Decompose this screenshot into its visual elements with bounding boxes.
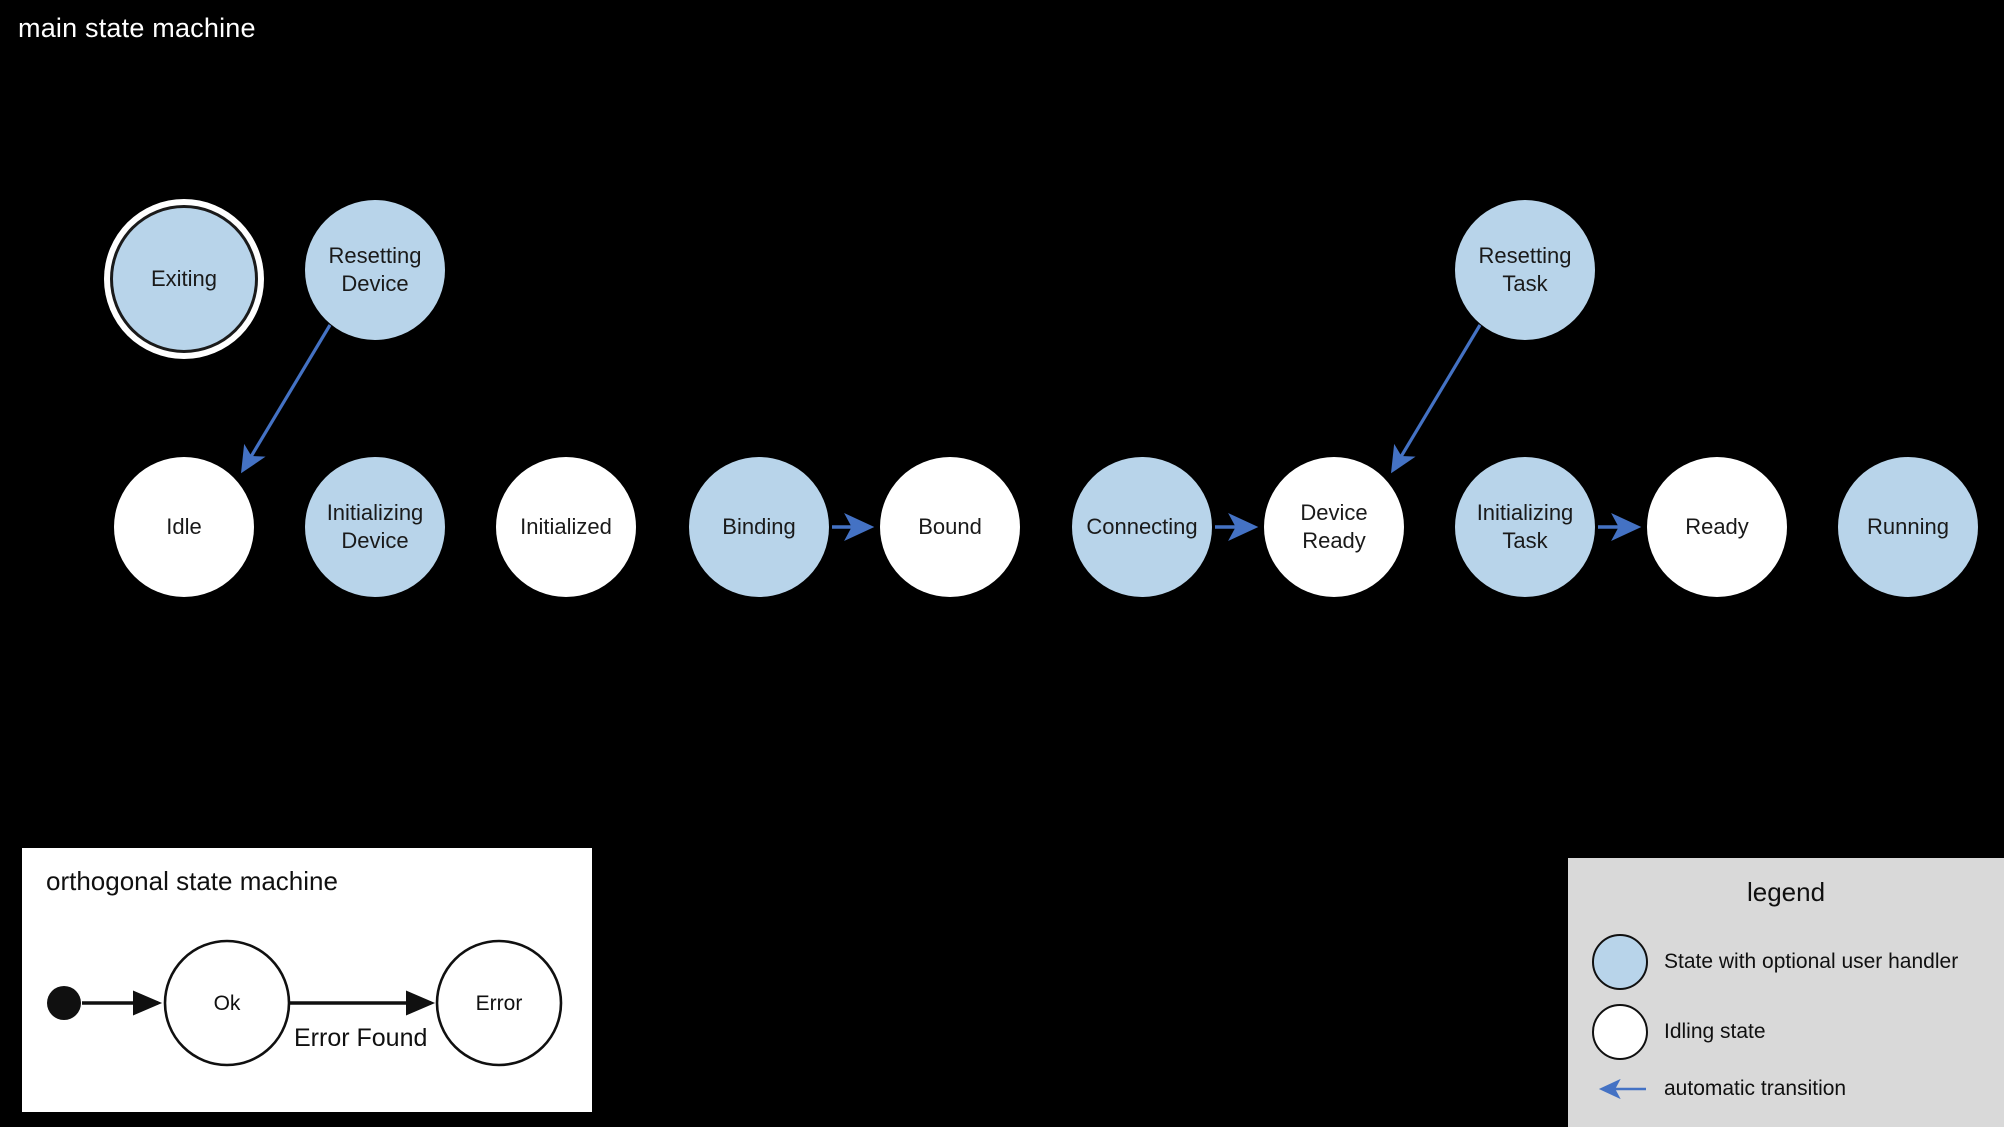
legend-label-handler-state: State with optional user handler: [1664, 950, 1959, 973]
state-label-idle: Idle: [166, 514, 202, 539]
orthogonal-state-error[interactable]: [435, 939, 563, 1067]
state-node-initializing-task[interactable]: Initializing Task: [1455, 457, 1595, 597]
state-node-bound[interactable]: Bound: [880, 457, 1020, 597]
state-label-initializing-task: Initializing Task: [1476, 500, 1574, 553]
state-node-device-ready[interactable]: Device Ready: [1264, 457, 1404, 597]
orthogonal-initial-dot: [47, 986, 81, 1020]
transition-resetting-task-to-device-ready: [1391, 324, 1482, 474]
state-label-running: Running: [1867, 514, 1949, 539]
state-label-binding: Binding: [722, 514, 796, 539]
page-title: main state machine: [18, 13, 256, 43]
legend-panel: legend State with optional user handler …: [1568, 858, 2004, 1127]
orthogonal-state-label-ok: Ok: [213, 991, 241, 1015]
state-label-resetting-device: Resetting Device: [328, 243, 422, 296]
state-node-initialized[interactable]: Initialized: [496, 457, 636, 597]
state-label-initialized: Initialized: [520, 514, 612, 539]
legend-arrow-left-icon: [1592, 1078, 1648, 1100]
state-node-binding[interactable]: Binding: [689, 457, 829, 597]
legend-item-automatic-transition: automatic transition: [1592, 1076, 1846, 1102]
legend-title: legend: [1746, 877, 1826, 907]
state-label-resetting-task: Resetting Task: [1478, 243, 1572, 296]
state-node-idle[interactable]: Idle: [114, 457, 254, 597]
state-node-initializing-device[interactable]: Initializing Device: [305, 457, 445, 597]
state-label-exiting: Exiting: [150, 266, 218, 291]
state-node-exiting[interactable]: Exiting: [110, 205, 258, 353]
state-label-bound: Bound: [918, 514, 982, 539]
state-label-initializing-device: Initializing Device: [326, 500, 424, 553]
legend-label-idling-state: Idling state: [1664, 1020, 1766, 1043]
legend-idling-circle-icon: [1592, 1004, 1648, 1060]
legend-item-idling-state: Idling state: [1592, 1004, 1766, 1060]
legend-handler-circle-icon: [1592, 934, 1648, 990]
state-node-ready[interactable]: Ready: [1647, 457, 1787, 597]
state-node-resetting-device[interactable]: Resetting Device: [305, 200, 445, 340]
legend-item-handler-state: State with optional user handler: [1592, 934, 1958, 990]
state-node-resetting-task[interactable]: Resetting Task: [1455, 200, 1595, 340]
orthogonal-diagram-canvas: [47, 939, 563, 1067]
orthogonal-panel-title: orthogonal state machine: [46, 866, 338, 896]
state-label-device-ready: Device Ready: [1300, 500, 1368, 553]
orthogonal-state-machine-panel: orthogonal state machine Ok Error Error …: [22, 848, 592, 1112]
state-node-running[interactable]: Running: [1838, 457, 1978, 597]
legend-label-automatic-transition: automatic transition: [1664, 1077, 1847, 1100]
transition-resetting-device-to-idle: [241, 324, 332, 474]
state-node-connecting[interactable]: Connecting: [1072, 457, 1212, 597]
state-label-connecting: Connecting: [1086, 514, 1198, 539]
state-label-ready: Ready: [1685, 514, 1749, 539]
orthogonal-transition-label-error-found: Error Found: [294, 1024, 428, 1052]
orthogonal-state-label-error: Error: [475, 991, 523, 1015]
